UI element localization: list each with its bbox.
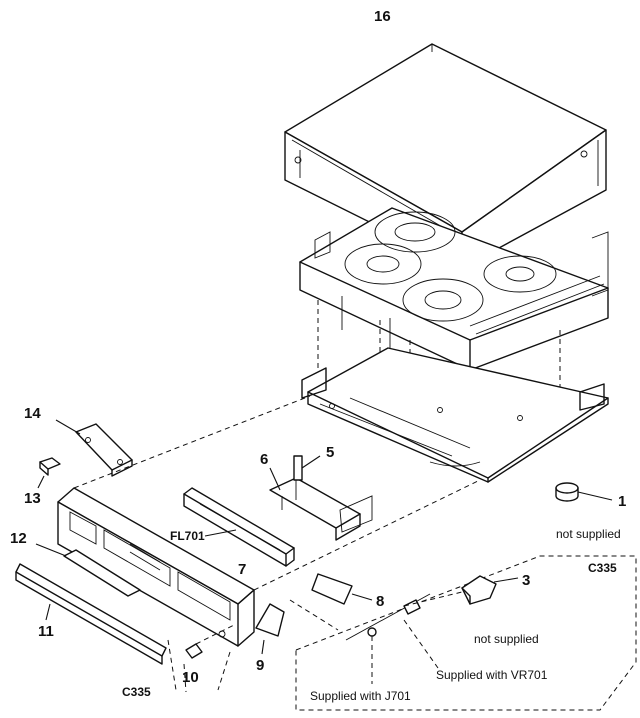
note-supplied-vr701: Supplied with VR701 — [436, 668, 548, 682]
callout-12: 12 — [10, 530, 27, 547]
fl701-display-board — [183, 487, 295, 567]
label-sheet-part — [311, 573, 373, 605]
sheet-part — [339, 495, 373, 533]
display-window-part — [35, 543, 141, 597]
chassis-part — [301, 347, 609, 483]
note-supplied-j701: Supplied with J701 — [310, 689, 411, 703]
callout-6: 6 — [260, 451, 268, 468]
ref-fl701: FL701 — [170, 529, 205, 543]
callout-16: 16 — [374, 8, 391, 25]
volume-knob-part — [167, 623, 237, 693]
callout-14: 14 — [24, 405, 41, 422]
disc-mechanism-part — [299, 207, 609, 371]
callout-10: 10 — [182, 669, 199, 686]
c335-detail-region — [295, 555, 637, 711]
knob-part — [37, 457, 61, 489]
side-bracket-part — [255, 599, 339, 655]
callout-3: 3 — [522, 572, 530, 589]
note-not-supplied-foot: not supplied — [556, 527, 621, 541]
callout-5: 5 — [326, 444, 334, 461]
callout-11: 11 — [38, 623, 54, 640]
callout-7: 7 — [238, 561, 246, 578]
ref-c335-bottom: C335 — [122, 685, 151, 699]
note-not-supplied-c335: not supplied — [474, 632, 539, 646]
callout-8: 8 — [376, 593, 384, 610]
headphone-board-part — [55, 419, 133, 477]
front-panel-part — [57, 395, 481, 647]
callout-1: 1 — [618, 493, 626, 510]
callout-13: 13 — [24, 490, 41, 507]
bracket-part — [269, 455, 361, 541]
callout-9: 9 — [256, 657, 264, 674]
foot-part — [555, 482, 613, 502]
trim-strip-part — [15, 563, 167, 665]
ref-c335-top: C335 — [588, 561, 617, 575]
